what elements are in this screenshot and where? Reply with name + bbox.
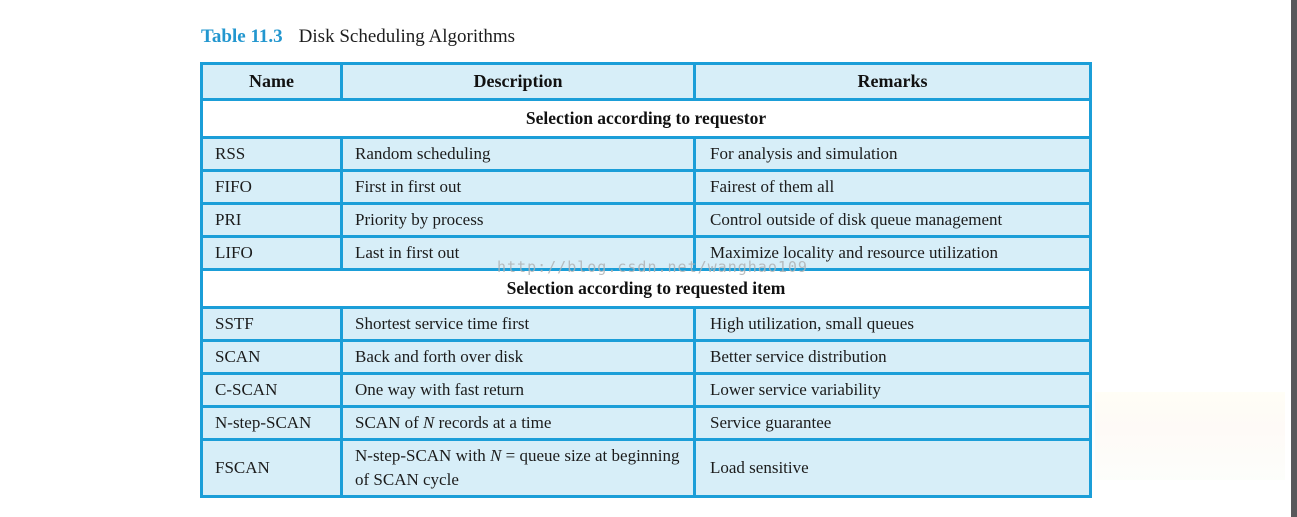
table-caption: Table 11.3 Disk Scheduling Algorithms: [201, 26, 515, 48]
column-header-name: Name: [200, 62, 343, 101]
name-cell: C-SCAN: [200, 372, 343, 408]
remarks-cell: High utilization, small queues: [693, 306, 1092, 342]
section-header-row: Selection according to requestor: [200, 98, 1092, 139]
table-caption-label: Table 11.3: [201, 26, 283, 47]
section-header-cell: Selection according to requestor: [200, 98, 1092, 139]
remarks-cell: Control outside of disk queue management: [693, 202, 1092, 238]
name-cell: SCAN: [200, 339, 343, 375]
name-cell: PRI: [200, 202, 343, 238]
remarks-cell: Better service distribution: [693, 339, 1092, 375]
column-header-row: Name Description Remarks: [200, 62, 1092, 101]
description-cell: Back and forth over disk: [340, 339, 696, 375]
description-cell: One way with fast return: [340, 372, 696, 408]
remarks-cell: Lower service variability: [693, 372, 1092, 408]
name-cell: FSCAN: [200, 438, 343, 498]
column-header-remarks: Remarks: [693, 62, 1092, 101]
watermark-text: http://blog.csdn.net/wanghao109: [497, 258, 808, 276]
remarks-cell: Service guarantee: [693, 405, 1092, 441]
name-cell: N-step-SCAN: [200, 405, 343, 441]
right-edge-strip: [1291, 0, 1297, 517]
remarks-cell: Maximize locality and resource utilizati…: [693, 235, 1092, 271]
section-header-cell: Selection according to requested item: [200, 268, 1092, 309]
description-cell: Random scheduling: [340, 136, 696, 172]
description-cell: Last in first out: [340, 235, 696, 271]
name-cell: RSS: [200, 136, 343, 172]
remarks-cell: Fairest of them all: [693, 169, 1092, 205]
disk-scheduling-table: Name Description Remarks Selection accor…: [200, 62, 1092, 498]
section-header-row: Selection according to requested item: [200, 268, 1092, 309]
table-caption-title: Disk Scheduling Algorithms: [298, 26, 516, 47]
description-cell: N-step-SCAN with N = queue size at begin…: [340, 438, 696, 498]
description-cell: Priority by process: [340, 202, 696, 238]
name-cell: LIFO: [200, 235, 343, 271]
highlight-artifact: [1095, 392, 1285, 480]
description-cell: First in first out: [340, 169, 696, 205]
description-cell: SCAN of N records at a time: [340, 405, 696, 441]
column-header-description: Description: [340, 62, 696, 101]
name-cell: FIFO: [200, 169, 343, 205]
name-cell: SSTF: [200, 306, 343, 342]
remarks-cell: Load sensitive: [693, 438, 1092, 498]
description-cell: Shortest service time first: [340, 306, 696, 342]
remarks-cell: For analysis and simulation: [693, 136, 1092, 172]
